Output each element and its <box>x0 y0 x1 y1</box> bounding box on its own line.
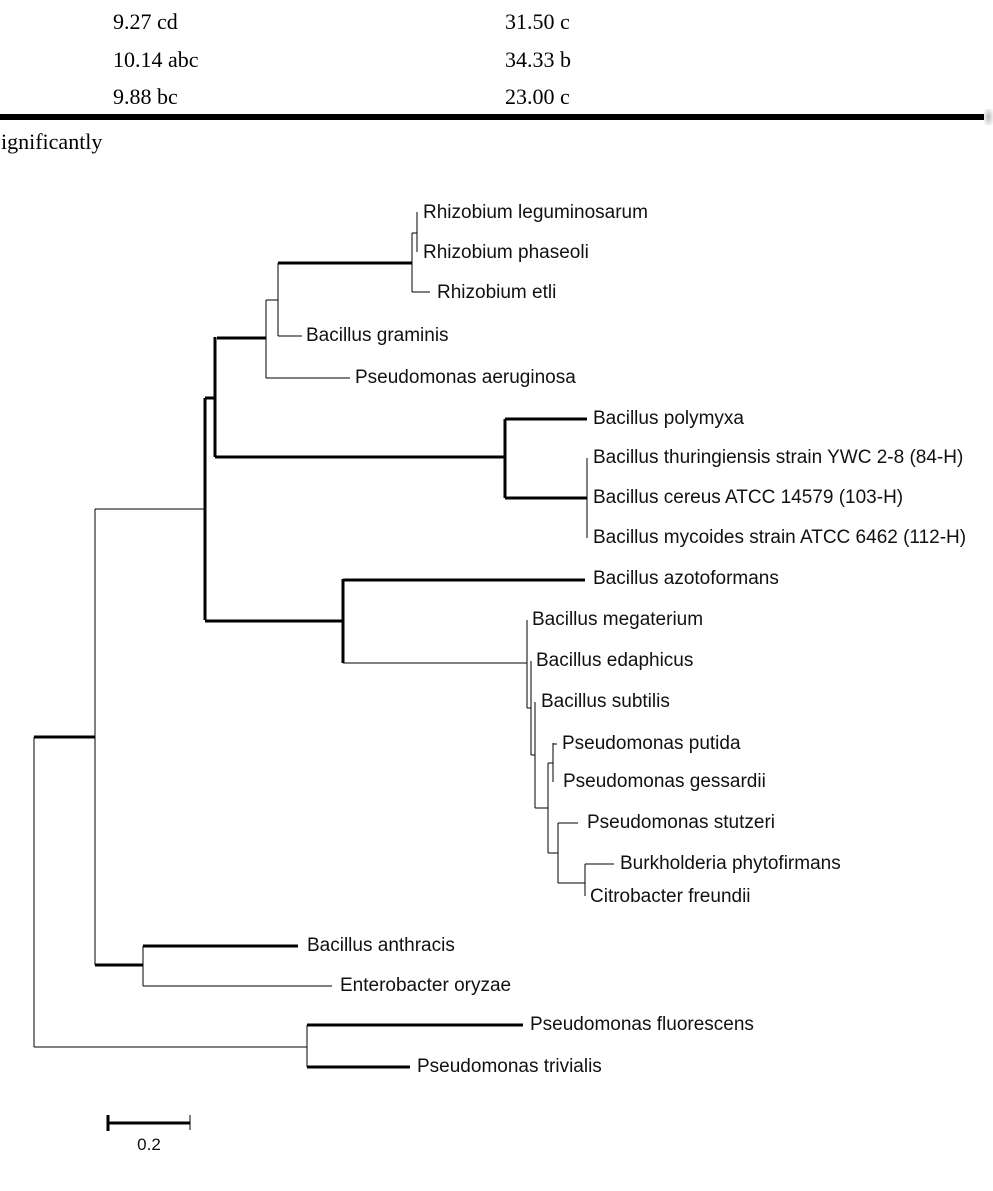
taxon-label: Bacillus subtilis <box>541 691 670 712</box>
taxon-label: Bacillus anthracis <box>307 935 455 956</box>
taxon-label: Rhizobium phaseoli <box>423 242 589 263</box>
taxon-label: Citrobacter freundii <box>590 886 751 907</box>
taxon-label: Bacillus megaterium <box>532 609 704 630</box>
taxon-label: Pseudomonas trivialis <box>417 1056 602 1077</box>
table-bottom-rule <box>0 114 989 120</box>
table-cell: 9.27 cd <box>113 9 178 34</box>
taxon-label: Rhizobium etli <box>437 282 557 303</box>
taxon-label: Bacillus azotoformans <box>593 568 779 589</box>
table-cell: 31.50 c <box>505 9 570 34</box>
taxon-label: Bacillus edaphicus <box>536 650 694 671</box>
scale-bar-label: 0.2 <box>137 1135 161 1154</box>
taxon-label: Enterobacter oryzae <box>340 975 512 996</box>
taxon-label: Bacillus mycoides strain ATCC 6462 (112-… <box>593 527 967 548</box>
scan-artifact <box>984 109 993 125</box>
taxon-label: Pseudomonas stutzeri <box>587 812 775 833</box>
table-cell: 23.00 c <box>505 84 570 109</box>
table-cell: 34.33 b <box>505 47 571 72</box>
taxon-label: Bacillus cereus ATCC 14579 (103-H) <box>593 487 904 508</box>
table-cell: 10.14 abc <box>113 47 199 72</box>
taxon-label: Pseudomonas fluorescens <box>530 1014 754 1035</box>
taxon-label: Burkholderia phytofirmans <box>620 853 841 874</box>
taxon-label: Pseudomonas putida <box>562 733 741 754</box>
taxon-label: Pseudomonas gessardii <box>563 771 766 792</box>
table-cell: 9.88 bc <box>113 84 178 109</box>
taxon-label: Pseudomonas aeruginosa <box>355 367 576 388</box>
taxon-label: Rhizobium leguminosarum <box>423 202 648 223</box>
taxon-label: Bacillus polymyxa <box>593 408 744 429</box>
taxon-label: Bacillus thuringiensis strain YWC 2-8 (8… <box>593 447 964 468</box>
table-footnote-fragment: ignificantly <box>1 129 103 154</box>
taxon-label: Bacillus graminis <box>306 325 449 346</box>
